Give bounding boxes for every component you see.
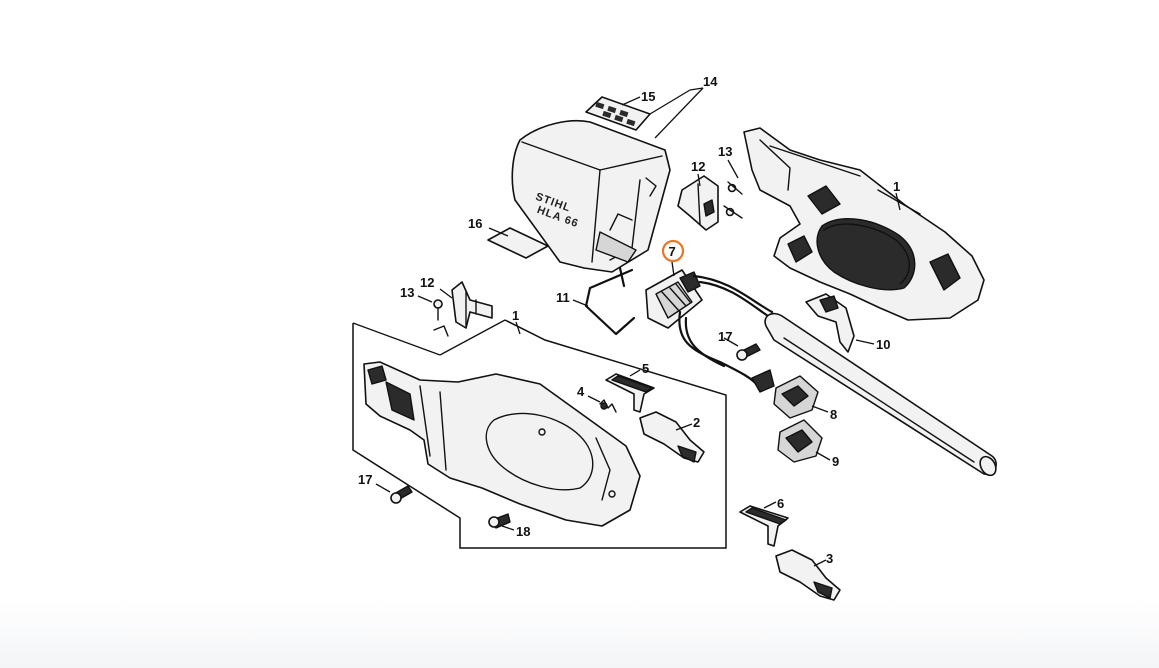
callout-12-right[interactable]: 12 [691, 159, 705, 174]
part-4-spring[interactable] [599, 399, 617, 413]
callout-5[interactable]: 5 [642, 361, 649, 376]
callout-3[interactable]: 3 [826, 551, 833, 566]
callout-12-left[interactable]: 12 [420, 275, 434, 290]
part-13-pin-left[interactable] [433, 299, 449, 337]
callout-11[interactable]: 11 [556, 290, 570, 305]
part-7-electronics-module[interactable] [645, 269, 703, 329]
part-13-pins-right[interactable] [723, 181, 743, 219]
bottom-gradient-band [0, 600, 1159, 668]
callout-17-right[interactable]: 17 [718, 329, 732, 344]
callout-9[interactable]: 9 [832, 454, 839, 469]
part-2-trigger[interactable] [639, 411, 705, 463]
callout-6[interactable]: 6 [777, 496, 784, 511]
callout-7[interactable]: 7 [669, 244, 676, 259]
callout-16[interactable]: 16 [468, 216, 482, 231]
callout-7-highlight-ring [661, 239, 685, 263]
part-12-hinge-left[interactable] [451, 281, 493, 329]
part-17-screw-left[interactable] [390, 485, 413, 504]
callout-17-left[interactable]: 17 [358, 472, 372, 487]
part-14-cover-shell[interactable]: STIHL HLA 66 [511, 120, 671, 273]
part-16-sticker[interactable] [487, 227, 549, 259]
callout-1-upper[interactable]: 1 [893, 179, 900, 194]
callout-2[interactable]: 2 [693, 415, 700, 430]
callout-10[interactable]: 10 [876, 337, 890, 352]
part-9-switch[interactable] [777, 419, 823, 463]
part-8-switch[interactable] [751, 369, 819, 419]
shaft-tube[interactable] [764, 312, 999, 479]
part-10-trigger-lever[interactable] [805, 293, 855, 353]
part-18-screw[interactable] [488, 513, 511, 529]
part-17-screw-right[interactable] [736, 343, 761, 361]
callout-18[interactable]: 18 [516, 524, 530, 539]
part-3-trigger[interactable] [775, 549, 841, 601]
callout-15[interactable]: 15 [641, 89, 655, 104]
part-12-hinge-right[interactable] [677, 175, 719, 231]
part-5-lock-button[interactable] [605, 373, 655, 413]
part-6-lock-button[interactable] [739, 505, 789, 547]
callout-4[interactable]: 4 [577, 384, 585, 399]
callout-14[interactable]: 14 [703, 74, 718, 89]
callout-1-lower[interactable]: 1 [512, 308, 519, 323]
callout-8[interactable]: 8 [830, 407, 837, 422]
part-1-housing-upper[interactable] [743, 127, 985, 321]
part-11-wire-spring[interactable] [584, 266, 636, 336]
callout-13-right[interactable]: 13 [718, 144, 732, 159]
part-1-housing-lower[interactable] [363, 361, 641, 527]
callout-13-left[interactable]: 13 [400, 285, 414, 300]
lower-assembly-bracket [352, 319, 727, 549]
